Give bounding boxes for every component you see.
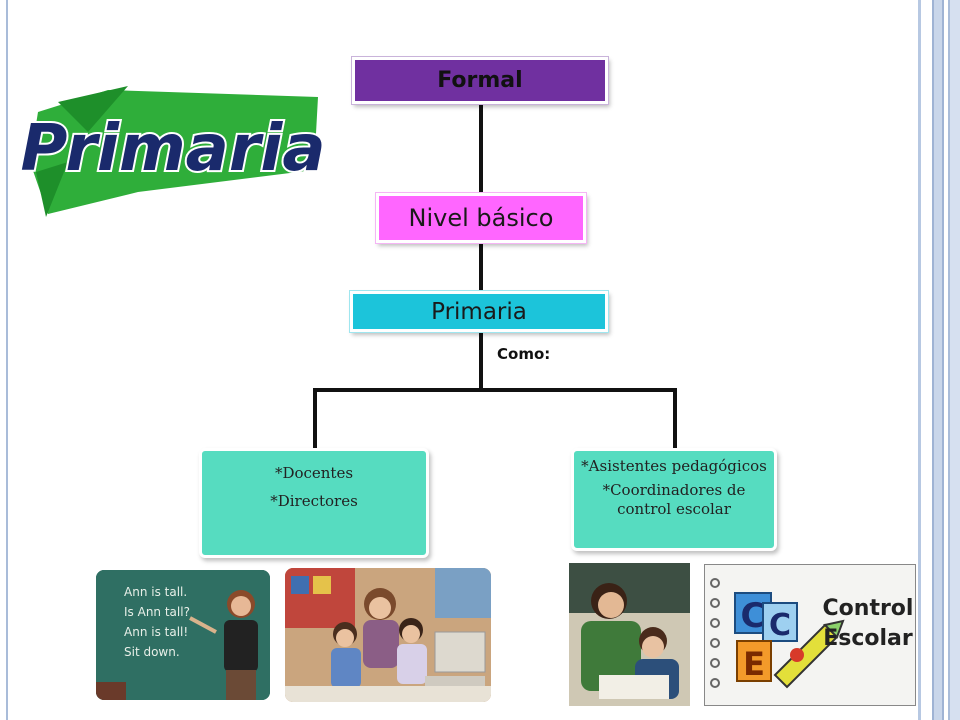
node-nivel-basico: Nivel básico bbox=[375, 192, 587, 244]
svg-text:Control: Control bbox=[823, 596, 914, 621]
slide-frame-right-edge bbox=[948, 0, 960, 720]
primaria-logo: Primaria bbox=[19, 86, 328, 217]
connector-left-drop bbox=[313, 388, 317, 448]
connector-nivel-primaria bbox=[479, 243, 483, 291]
connector-right-drop bbox=[673, 388, 677, 448]
node-formal: Formal bbox=[351, 56, 609, 105]
node-formal-label: Formal bbox=[437, 68, 523, 93]
svg-text:Is Ann tall?: Is Ann tall? bbox=[124, 605, 190, 619]
slide-frame-right bbox=[918, 0, 921, 720]
connector-primaria-split bbox=[479, 332, 483, 391]
svg-text:C: C bbox=[769, 608, 791, 643]
node-left-line1: *Docentes bbox=[274, 464, 354, 482]
logo-text: Primaria bbox=[21, 112, 326, 186]
svg-text:E: E bbox=[743, 645, 765, 683]
control-escolar-logo: C C E Control Escolar bbox=[704, 564, 916, 706]
svg-text:Ann is tall!: Ann is tall! bbox=[124, 625, 188, 639]
svg-text:C: C bbox=[741, 596, 766, 636]
connector-formal-nivel bbox=[479, 104, 483, 193]
node-left-line2: *Directores bbox=[270, 492, 358, 510]
node-asistentes-coordinadores: *Asistentes pedagógicos *Coordinadores d… bbox=[571, 448, 777, 551]
photo-children-computer bbox=[285, 568, 491, 702]
svg-text:Ann is tall.: Ann is tall. bbox=[124, 585, 187, 599]
photo-teacher-student bbox=[569, 563, 690, 706]
svg-text:Sit down.: Sit down. bbox=[124, 645, 180, 659]
node-primaria-label: Primaria bbox=[431, 298, 527, 325]
photo-teacher-chalkboard: Ann is tall. Is Ann tall? Ann is tall! S… bbox=[96, 570, 270, 700]
svg-text:Escolar: Escolar bbox=[823, 626, 913, 651]
connector-horizontal bbox=[313, 388, 677, 392]
node-primaria: Primaria bbox=[349, 290, 609, 333]
node-docentes-directores: *Docentes *Directores bbox=[199, 448, 429, 558]
slide-frame-left bbox=[6, 0, 8, 720]
slide-frame-right-band bbox=[932, 0, 944, 720]
node-right-line1: *Asistentes pedagógicos bbox=[581, 457, 767, 475]
node-nivel-basico-label: Nivel básico bbox=[408, 204, 554, 232]
connector-label-como: Como: bbox=[497, 345, 551, 363]
node-right-line2: *Coordinadores de control escolar bbox=[602, 481, 746, 518]
